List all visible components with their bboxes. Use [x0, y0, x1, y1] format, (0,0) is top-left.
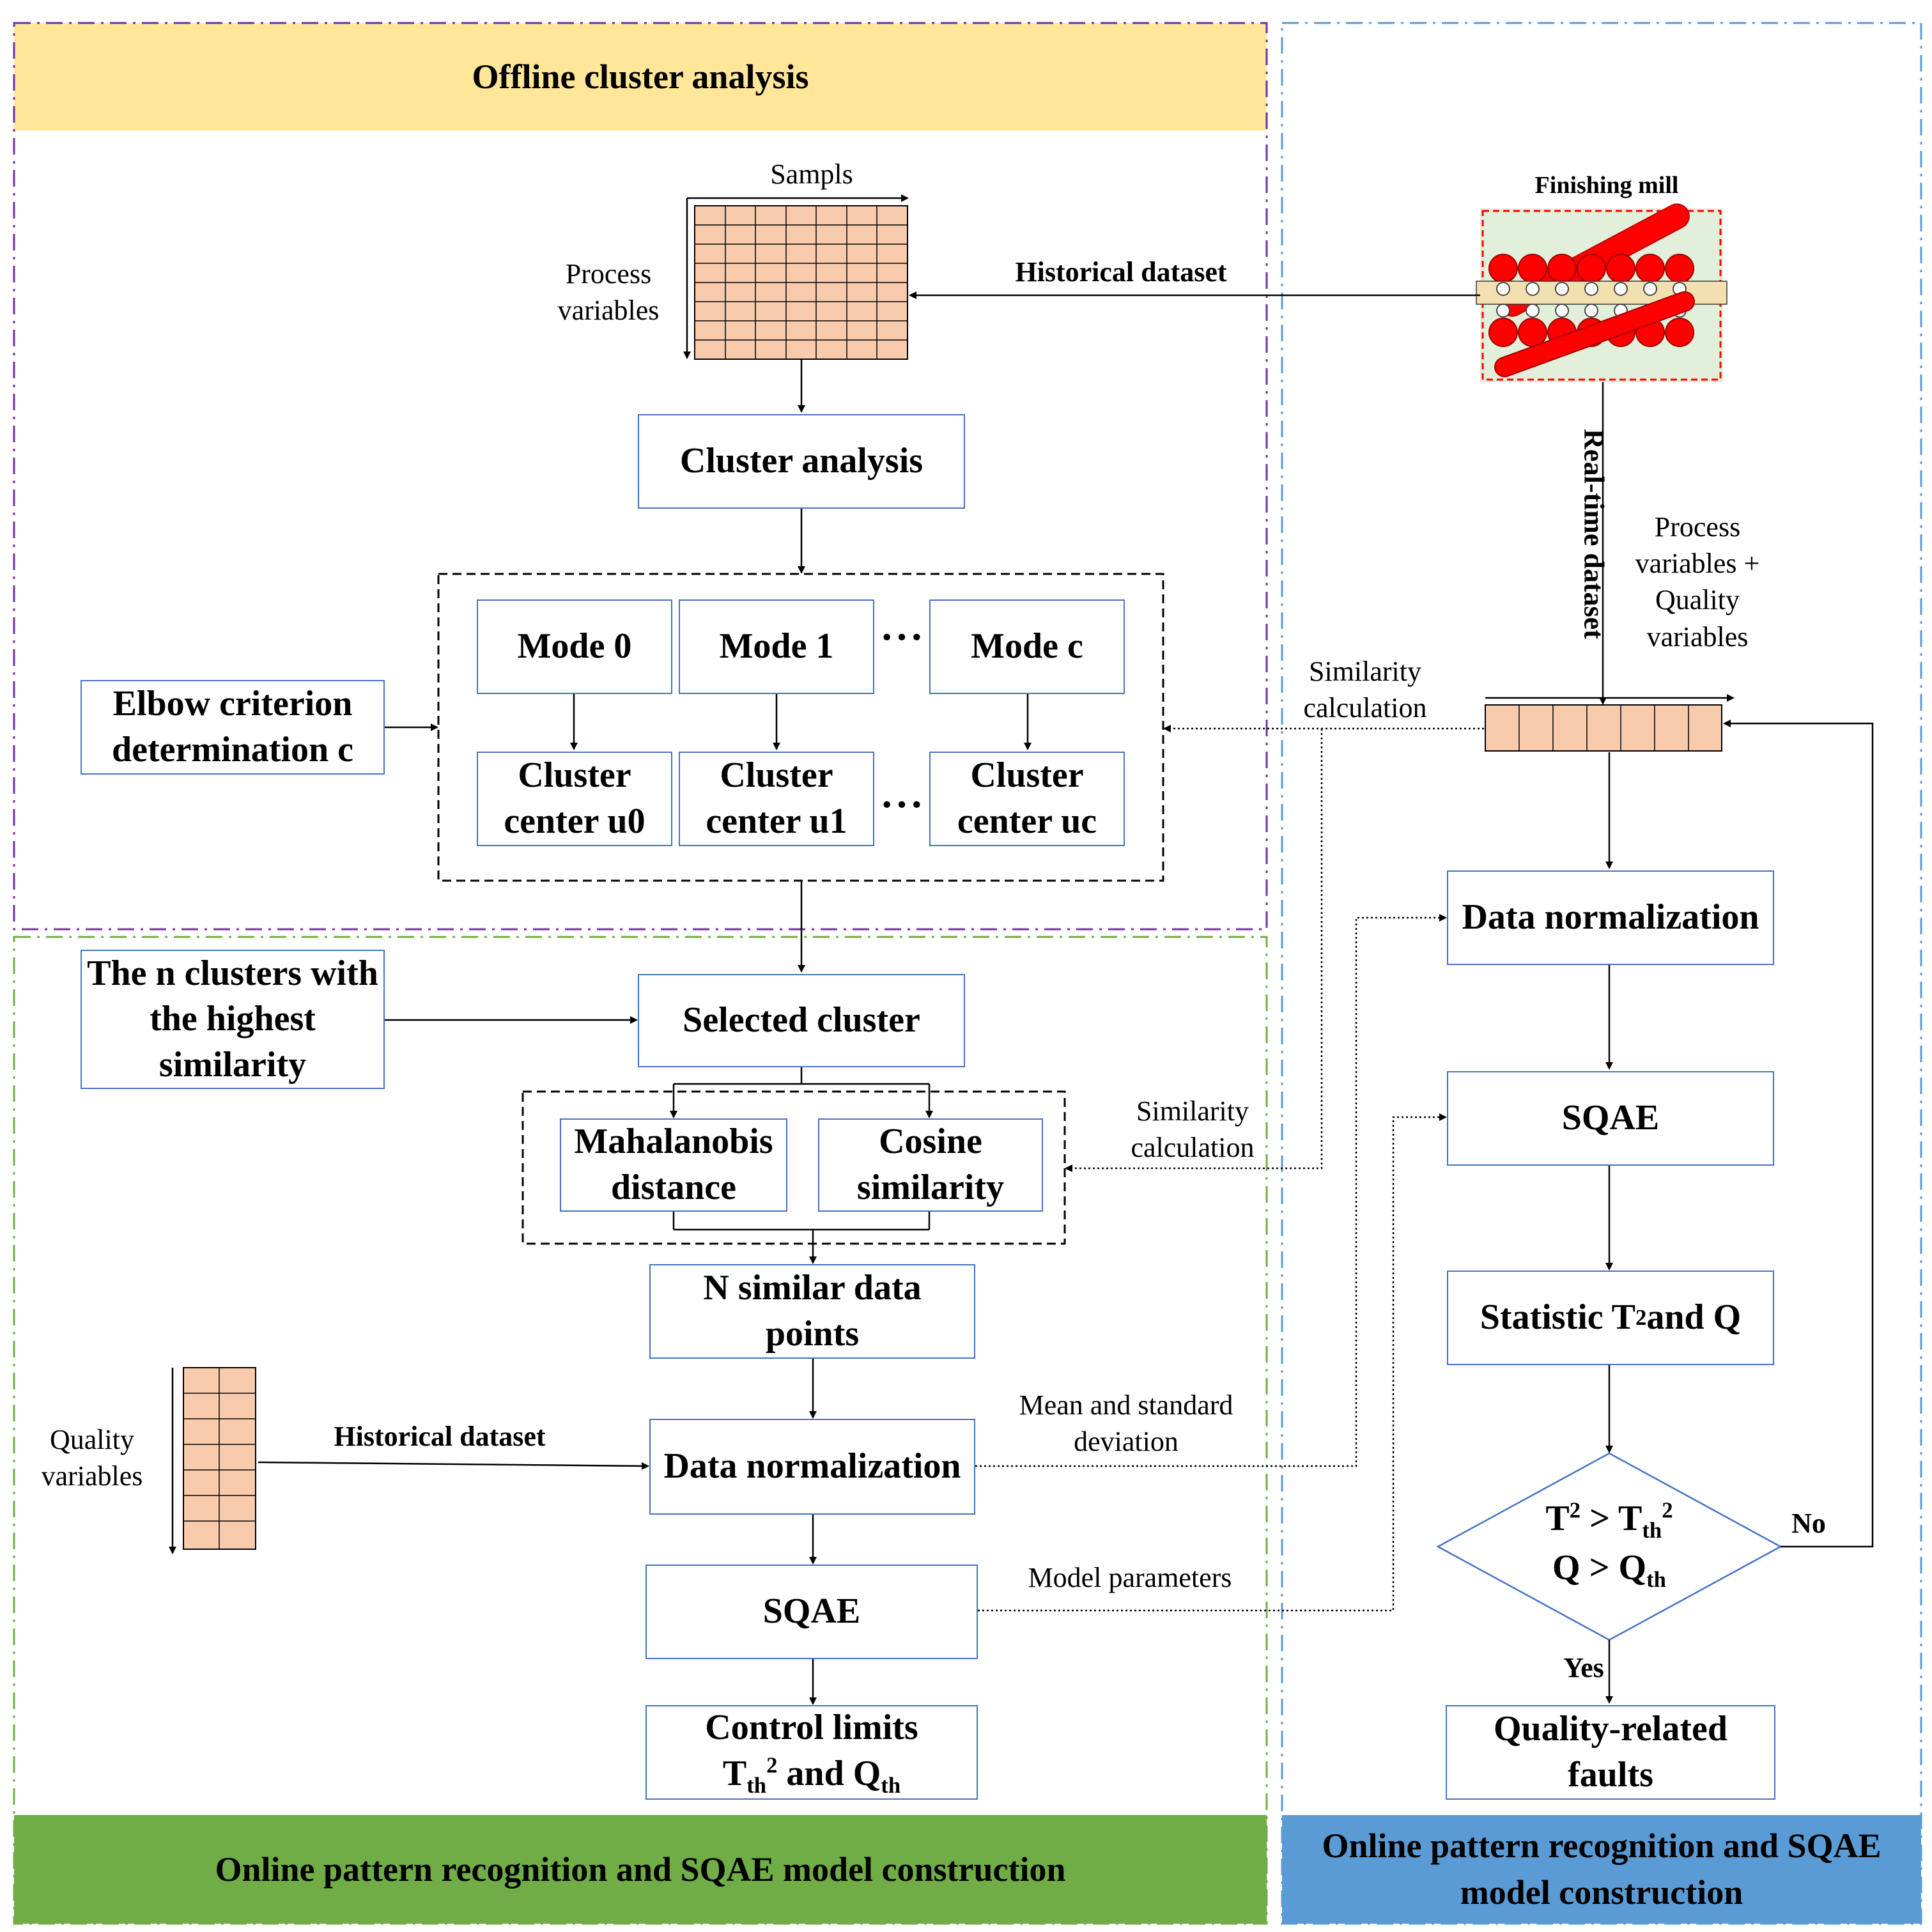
elbow-criterion-box: Elbow criterion determination c [81, 680, 385, 775]
cosine-similarity-box: Cosine similarity [818, 1118, 1043, 1212]
mode-1-box: Mode 1 [679, 599, 874, 694]
similarity-group-box [522, 1090, 1066, 1245]
control-limits-line1: Control limits [705, 1707, 918, 1747]
online-left-title-band: Online pattern recognition and SQAE mode… [14, 1815, 1267, 1924]
control-limits-line2: Tth2 and Qth [722, 1752, 901, 1798]
online-right-title: Online pattern recognition and SQAE mode… [1322, 1827, 1882, 1912]
decision-line-1: T2 > Tth2 [1545, 1497, 1673, 1543]
online-right-title-band: Online pattern recognition and SQAE mode… [1282, 1815, 1921, 1924]
sqae-left-box: SQAE [645, 1565, 978, 1659]
mode-0-box: Mode 0 [477, 599, 672, 694]
online-right-region-border [1281, 22, 1922, 1925]
offline-title: Offline cluster analysis [472, 57, 809, 96]
n-clusters-box: The n clusters with the highest similari… [81, 950, 385, 1089]
cluster-center-uc-box: Cluster center uc [929, 752, 1125, 846]
quality-faults-box: Quality-related faults [1446, 1705, 1775, 1800]
modes-ellipsis: ··· [879, 614, 925, 660]
historical-dataset-label-top: Historical dataset [1015, 256, 1227, 288]
data-normalization-left-box: Data normalization [649, 1419, 975, 1515]
realtime-dataset-label: Real-time dataset [1578, 429, 1610, 639]
model-params-label: Model parameters [1028, 1562, 1232, 1593]
decision-line-2: Q > Qth [1552, 1548, 1666, 1593]
cluster-center-u1-box: Cluster center u1 [679, 752, 874, 846]
process-variables-label: Process variables [557, 258, 660, 327]
n-similar-box: N similar data points [649, 1264, 975, 1359]
decision-text: T2 > Tth2 Q > Qth [1545, 1495, 1673, 1595]
online-left-title: Online pattern recognition and SQAE mode… [215, 1850, 1066, 1889]
similarity-calc-label-left: Similarity calculation [1131, 1095, 1255, 1164]
control-limits-box: Control limits Tth2 and Qth [645, 1705, 978, 1800]
samples-matrix [683, 194, 909, 360]
cluster-analysis-box: Cluster analysis [638, 414, 965, 509]
samples-label: Sampls [770, 158, 853, 190]
selected-cluster-box: Selected cluster [638, 974, 965, 1067]
finishing-mill-label: Finishing mill [1534, 172, 1679, 199]
similarity-calc-label-right: Similarity calculation [1303, 656, 1427, 724]
mode-c-box: Mode c [929, 599, 1125, 694]
quality-matrix [169, 1367, 256, 1554]
quality-variables-label: Quality variables [41, 1424, 143, 1492]
process-quality-label: Process variables + Quality variables [1635, 511, 1760, 653]
no-label: No [1791, 1508, 1826, 1539]
finishing-mill-image [1476, 203, 1727, 382]
data-normalization-right-box: Data normalization [1447, 870, 1774, 965]
offline-region-border [13, 22, 1268, 931]
historical-dataset-label-left: Historical dataset [334, 1421, 546, 1452]
realtime-vector [1485, 694, 1735, 752]
offline-title-band: Offline cluster analysis [14, 23, 1267, 130]
mahalanobis-box: Mahalanobis distance [560, 1118, 787, 1212]
centers-ellipsis: ··· [879, 782, 925, 827]
yes-label: Yes [1563, 1652, 1604, 1683]
sqae-right-box: SQAE [1447, 1071, 1774, 1166]
cluster-center-u0-box: Cluster center u0 [477, 752, 672, 846]
online-left-region-border [13, 936, 1268, 1925]
mean-std-label: Mean and standard deviation [1019, 1389, 1233, 1458]
